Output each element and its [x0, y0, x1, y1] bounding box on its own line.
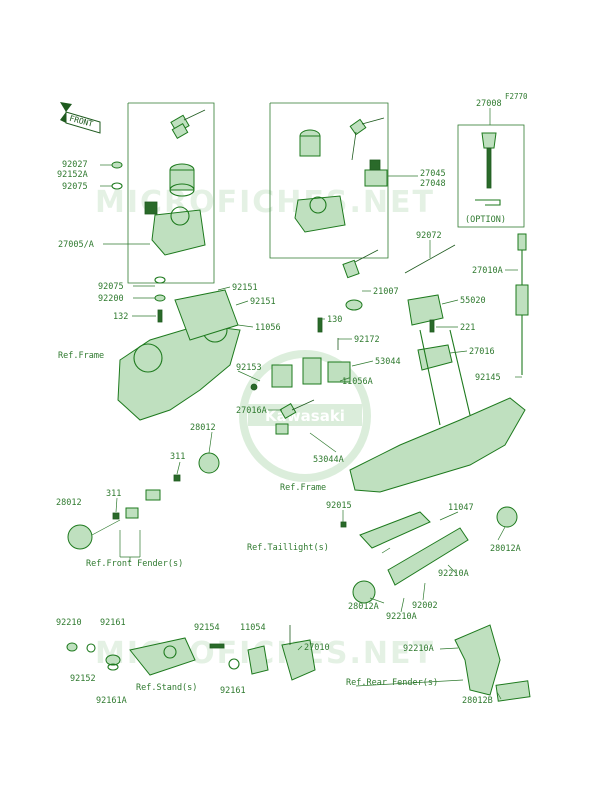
reflector-28012-left-icon: [67, 519, 121, 550]
label-92015: 92015: [326, 501, 352, 511]
ignition-keys-icon: [170, 109, 206, 140]
ref-frame-lower: Ref.Frame: [280, 483, 326, 493]
label-92161A: 92161A: [96, 696, 127, 706]
label-311-b: 311: [106, 489, 121, 499]
label-92151-a: 92151: [232, 283, 258, 293]
label-92210A-2: 92210A: [386, 612, 417, 622]
label-92152: 92152: [70, 674, 96, 684]
option-key-icon: [475, 132, 501, 206]
label-92210A-1: 92210A: [438, 569, 469, 579]
center-keys-icon: [275, 399, 315, 435]
taillight-bracket-icon: [340, 511, 469, 586]
key-blank-icon: [342, 249, 379, 311]
bracket-small-icon: [145, 489, 161, 501]
label-92210: 92210: [56, 618, 82, 628]
cable-tie-icon: [404, 244, 456, 274]
label-92072: 92072: [416, 231, 442, 241]
bracket-small-b-icon: [125, 507, 139, 519]
label-92172: 92172: [354, 335, 380, 345]
reflector-28012B-icon: [495, 680, 531, 702]
label-92210A-3: 92210A: [403, 644, 434, 654]
label-92161: 92161: [100, 618, 126, 628]
label-92075-b: 92075: [98, 282, 124, 292]
spacer-311-b-icon: [112, 512, 120, 520]
label-11056: 11056: [255, 323, 281, 333]
bracket-55020-icon: [407, 294, 444, 333]
ignition-switch-set-box: [127, 102, 215, 284]
rear-fender-bracket-icon: [454, 624, 501, 696]
front-arrow-icon: FRONT: [60, 102, 101, 134]
lock-set-box: [269, 102, 389, 259]
fuel-cap-lock-icon: [294, 195, 346, 233]
diagram-code: F2770: [505, 92, 528, 101]
bottom-row-parts-icon: [66, 625, 316, 681]
fastener-stack-icon: [154, 276, 166, 323]
label-92161-b: 92161: [220, 686, 246, 696]
label-27010: 27010: [304, 643, 330, 653]
rear-frame-icon: [349, 329, 526, 493]
leader-lines: [100, 108, 522, 700]
part-number-labels: 92027 92152A 92075 27005/A 92075 92200 1…: [56, 99, 521, 706]
reflector-28012-top-icon: [198, 452, 220, 474]
lock-keys-icon: [349, 117, 385, 161]
washer-92027-icon: [111, 161, 123, 169]
reference-labels: Ref.Frame Ref.Frame Ref.Taillight(s) Ref…: [58, 351, 438, 693]
label-92002: 92002: [412, 601, 438, 611]
label-311-a: 311: [170, 452, 185, 462]
ref-stand: Ref.Stand(s): [136, 683, 197, 693]
label-92151-b: 92151: [250, 297, 276, 307]
label-130: 130: [327, 315, 342, 325]
label-28012-b: 28012: [56, 498, 82, 508]
label-11054: 11054: [240, 623, 266, 633]
label-55020: 55020: [460, 296, 486, 306]
front-frame-icon: [117, 289, 241, 421]
reflector-28012A-right-icon: [496, 506, 518, 528]
label-92027: 92027: [62, 160, 88, 170]
sensor-27010A-icon: [515, 233, 529, 375]
seat-lock-icon: [364, 159, 388, 187]
label-28012A-2: 28012A: [348, 602, 379, 612]
label-27010A: 27010A: [472, 266, 503, 276]
label-11056A: 11056A: [342, 377, 373, 387]
reflector-28012A-bottom-icon: [352, 580, 376, 604]
label-53044A: 53044A: [313, 455, 344, 465]
ignition-switch-body-icon: [144, 201, 206, 256]
ref-rear-fender: Ref.Rear Fender(s): [346, 678, 438, 688]
label-92152A: 92152A: [57, 170, 88, 180]
cap-lock-icon: [299, 129, 321, 157]
ref-taillight: Ref.Taillight(s): [247, 543, 329, 553]
label-92154: 92154: [194, 623, 220, 633]
label-28012-a: 28012: [190, 423, 216, 433]
kawasaki-logo: Kawasaki: [239, 350, 371, 482]
label-92145: 92145: [475, 373, 501, 383]
switch-27016-icon: [417, 344, 453, 371]
ref-front-fender: Ref.Front Fender(s): [86, 559, 183, 569]
label-27045: 27045: [420, 169, 446, 179]
ref-frame-upper: Ref.Frame: [58, 351, 104, 361]
label-21007: 21007: [373, 287, 399, 297]
label-28012B: 28012B: [462, 696, 493, 706]
spacer-311-a-icon: [173, 474, 181, 482]
label-27048: 27048: [420, 179, 446, 189]
center-switch-parts-icon: [250, 317, 351, 391]
label-27005A: 27005/A: [58, 240, 94, 250]
label-28012A: 28012A: [490, 544, 521, 554]
label-27016A: 27016A: [236, 406, 267, 416]
label-53044: 53044: [375, 357, 401, 367]
option-label: (OPTION): [465, 215, 506, 225]
label-221: 221: [460, 323, 475, 333]
label-92075-a: 92075: [62, 182, 88, 192]
label-27016: 27016: [469, 347, 495, 357]
label-132: 132: [113, 312, 128, 322]
key-cylinder-icon: [169, 163, 195, 197]
label-27008: 27008: [476, 99, 502, 109]
label-92153: 92153: [236, 363, 262, 373]
option-key-box: [457, 124, 525, 228]
label-11047: 11047: [448, 503, 474, 513]
label-92200: 92200: [98, 294, 124, 304]
